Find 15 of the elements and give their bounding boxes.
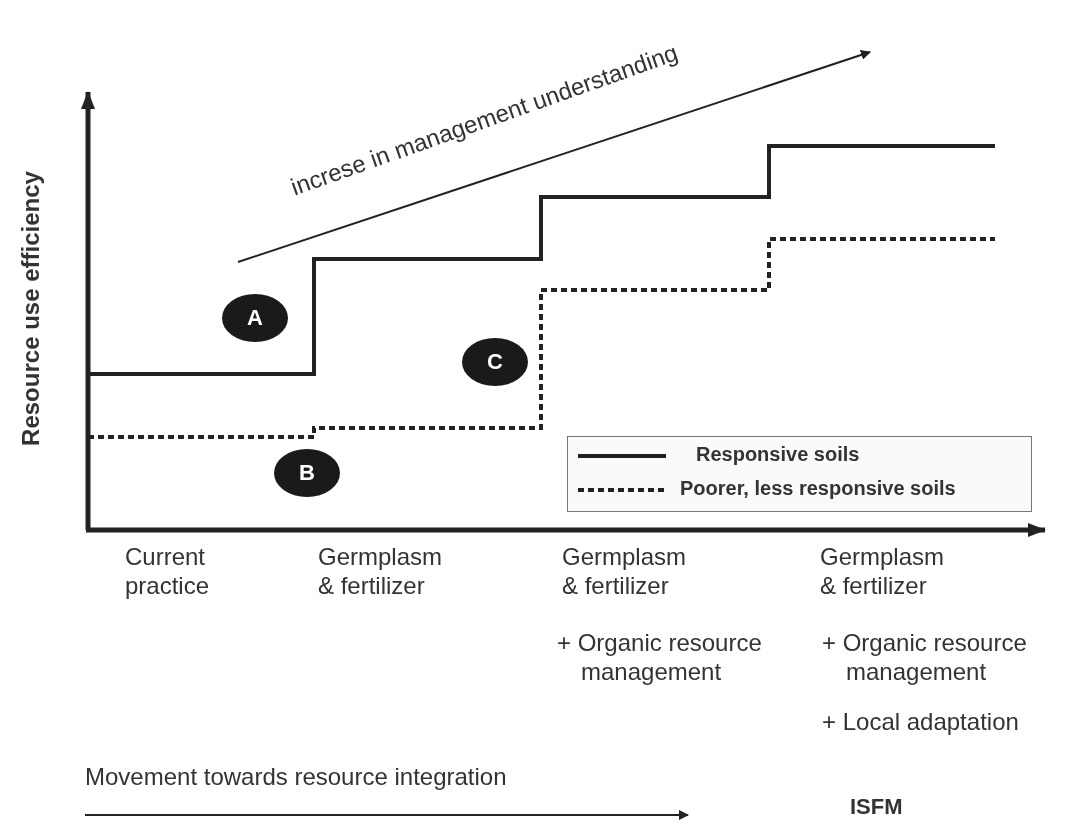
axis-title: Resource use efficiency (15, 170, 45, 448)
category-label: Germplasm & fertilizer (820, 542, 946, 600)
callout-marker: C (462, 338, 528, 386)
callout-marker: B (274, 449, 340, 497)
category-label: Movement towards resource integration (85, 762, 508, 791)
legend-label: Responsive soils (696, 443, 860, 466)
category-label: Germplasm & fertilizer (318, 542, 444, 600)
category-label: Germplasm & fertilizer (562, 542, 688, 600)
category-label: Current practice (125, 542, 211, 600)
category-label: ISFM (850, 793, 904, 821)
legend-label: Poorer, less responsive soils (680, 477, 956, 500)
category-label: + Organic resource management (822, 628, 1028, 686)
category-label: + Local adaptation (822, 707, 1020, 736)
category-label: + Organic resource management (557, 628, 763, 686)
callout-marker: A (222, 294, 288, 342)
